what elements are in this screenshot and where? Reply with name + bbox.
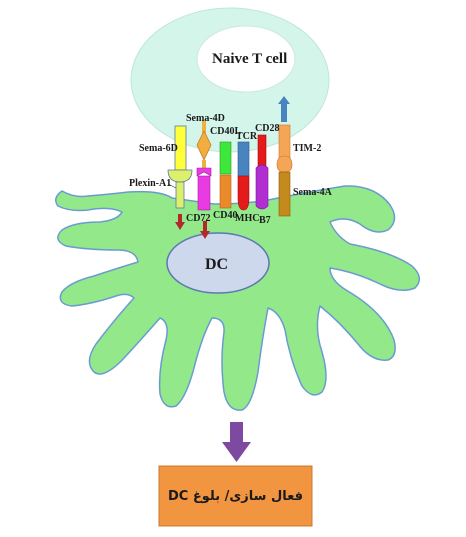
sema4d-label: Sema-4D bbox=[186, 113, 225, 124]
up-arrow bbox=[278, 96, 290, 122]
tcr-label: TCR bbox=[236, 131, 258, 142]
b7-label: B7 bbox=[259, 215, 271, 226]
sema4d-stem bbox=[202, 120, 206, 134]
tim2-molecule bbox=[278, 124, 291, 159]
t-cell-label: Naive T cell bbox=[212, 51, 288, 67]
sema4d-lower-stem bbox=[202, 160, 206, 168]
dc-label: DC bbox=[205, 256, 229, 273]
cd40-label: CD40 bbox=[213, 210, 238, 221]
dc-nucleus bbox=[166, 232, 270, 294]
plexin-a1-receptor bbox=[167, 169, 193, 183]
sema4a-molecule bbox=[278, 171, 291, 217]
tim2-label: TIM-2 bbox=[293, 143, 322, 154]
dendritic-cell-body bbox=[55, 185, 421, 411]
signal-arrow-cd72 bbox=[200, 221, 210, 239]
sema4a-label: Sema-4A bbox=[293, 187, 332, 198]
cd72-label: CD72 bbox=[186, 213, 211, 224]
cd28-label: CD28 bbox=[255, 123, 280, 134]
cd40-molecule bbox=[219, 174, 232, 209]
result-box bbox=[158, 465, 313, 527]
tcr-molecule bbox=[237, 141, 250, 177]
mhc-molecule bbox=[237, 175, 250, 211]
sema6d-label: Sema-6D bbox=[139, 143, 178, 154]
sema4a-receptor bbox=[276, 155, 293, 173]
t-cell-nucleus bbox=[196, 25, 296, 93]
cd72-stem bbox=[197, 175, 211, 211]
plexin-a1-stem bbox=[175, 181, 185, 209]
cd40l-label: CD40L bbox=[210, 126, 242, 137]
cd72-receptor bbox=[196, 167, 212, 177]
cd40l-molecule bbox=[219, 141, 232, 175]
b7-molecule bbox=[255, 164, 269, 210]
result-label: فعال سازی/ بلوغ DC bbox=[168, 488, 303, 504]
signal-arrow-plexin bbox=[175, 214, 185, 230]
plexin-a1-label: Plexin-A1 bbox=[129, 178, 172, 189]
mhc-label: MHC bbox=[235, 213, 260, 224]
plexin-leader bbox=[167, 183, 177, 189]
big-down-arrow bbox=[222, 422, 251, 462]
